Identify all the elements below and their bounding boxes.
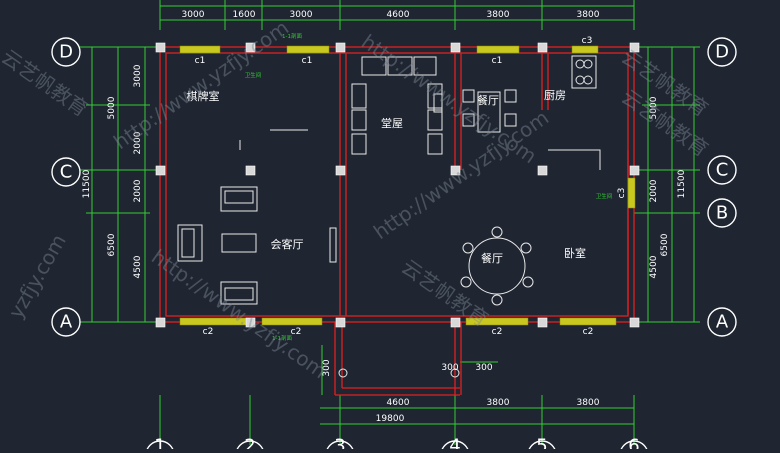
porch-dim-1: 300 [322, 359, 332, 376]
column-12 [155, 317, 166, 328]
porch-dim-2: 300 [441, 363, 458, 373]
top-dim-2: 1600 [233, 10, 256, 20]
right-dim-3: 2000 [649, 179, 659, 202]
section-mark-bottom: 1-1剖面 [272, 334, 292, 342]
window-tag-c3-top: c3 [582, 36, 593, 46]
column-17 [629, 317, 640, 328]
bottom-dim-2: 3800 [487, 398, 510, 408]
axis-bottom-5: 5 [536, 436, 547, 450]
column-13 [245, 317, 256, 328]
axis-bottom-4: 4 [449, 436, 460, 450]
column-10 [537, 165, 548, 176]
window-c3-top [571, 45, 599, 54]
window-c2-c [465, 317, 529, 326]
window-tag-c2-a: c2 [203, 327, 214, 337]
left-dim-3: 2000 [133, 179, 143, 202]
right-dim-2: 6500 [660, 233, 670, 256]
window-c1-c [476, 45, 520, 54]
watermark-6: 云艺帆教育 [397, 254, 493, 331]
windows [179, 45, 636, 326]
bottom-total: 19800 [376, 414, 405, 424]
window-tag-c1-c: c1 [492, 56, 503, 66]
column-11 [629, 165, 640, 176]
room-chess: 棋牌室 [187, 89, 220, 103]
left-sub-dim-1: 5000 [107, 96, 117, 119]
section-mark-top: 1-1剖面 [282, 32, 302, 40]
window-tag-c1-b: c1 [302, 56, 313, 66]
room-dining-upper: 餐厅 [477, 93, 499, 107]
window-c2-d [559, 317, 617, 326]
column-4 [450, 42, 461, 53]
room-dining-lower: 餐厅 [481, 251, 503, 265]
watermark-7: http://www.yzfjy.com [147, 244, 331, 383]
window-c1-b [286, 45, 330, 54]
column-15 [450, 317, 461, 328]
window-tag-c2-d: c2 [583, 327, 594, 337]
axis-right-d: D [715, 42, 729, 63]
porch-dim-3: 300 [475, 363, 492, 373]
kitchen-counter [239, 129, 601, 170]
top-dim-1: 3000 [182, 10, 205, 20]
column-18 [245, 165, 256, 176]
top-dim-4: 4600 [387, 10, 410, 20]
axis-bubbles [51, 37, 737, 453]
left-dim-2: 2000 [133, 131, 143, 154]
column-3 [335, 42, 346, 53]
column-5 [537, 42, 548, 53]
top-dim-3: 3000 [290, 10, 313, 20]
column-2 [245, 42, 256, 53]
left-total: 11500 [82, 169, 92, 198]
right-total: 11500 [677, 169, 687, 198]
column-9 [450, 165, 461, 176]
column-16 [537, 317, 548, 328]
column-6 [629, 42, 640, 53]
left-dim-4: 4500 [133, 255, 143, 278]
bottom-dim-1: 4600 [387, 398, 410, 408]
axis-bottom-6: 6 [628, 436, 639, 450]
axis-left-a: A [60, 312, 73, 333]
bathroom-label-left: 卫生间 [245, 71, 262, 79]
window-tag-c3-right: c3 [617, 188, 627, 199]
axis-right-c: C [716, 160, 729, 181]
columns [155, 42, 640, 328]
window-c3-right [627, 177, 636, 209]
axis-right-b: B [716, 203, 728, 224]
left-dim-1: 3000 [133, 64, 143, 87]
window-tag-c1-a: c1 [195, 56, 206, 66]
room-bedroom: 卧室 [564, 246, 586, 260]
window-tag-c2-b: c2 [291, 327, 302, 337]
axis-left-d: D [59, 42, 73, 63]
bathroom-label-right: 卫生间 [596, 192, 613, 200]
room-kitchen: 厨房 [544, 89, 566, 102]
axis-right-a: A [716, 312, 729, 333]
axis-left-c: C [60, 162, 73, 183]
top-dim-5: 3800 [487, 10, 510, 20]
window-c1-a [179, 45, 221, 54]
axis-bottom-3: 3 [334, 436, 345, 450]
window-c2-b [261, 317, 323, 326]
left-sub-dim-2: 6500 [107, 233, 117, 256]
right-dim-1: 5000 [649, 96, 659, 119]
room-living: 会客厅 [271, 237, 304, 251]
column-1 [155, 42, 166, 53]
window-tag-c2-c: c2 [492, 327, 503, 337]
right-dim-4: 4500 [649, 255, 659, 278]
axis-bottom-1: 1 [154, 436, 165, 450]
furniture [177, 55, 597, 378]
top-dim-6: 3800 [577, 10, 600, 20]
room-hall: 堂屋 [381, 117, 403, 130]
bottom-dim-3: 3800 [577, 398, 600, 408]
axis-bottom-2: 2 [244, 436, 255, 450]
column-8 [335, 165, 346, 176]
column-14 [335, 317, 346, 328]
column-7 [155, 165, 166, 176]
